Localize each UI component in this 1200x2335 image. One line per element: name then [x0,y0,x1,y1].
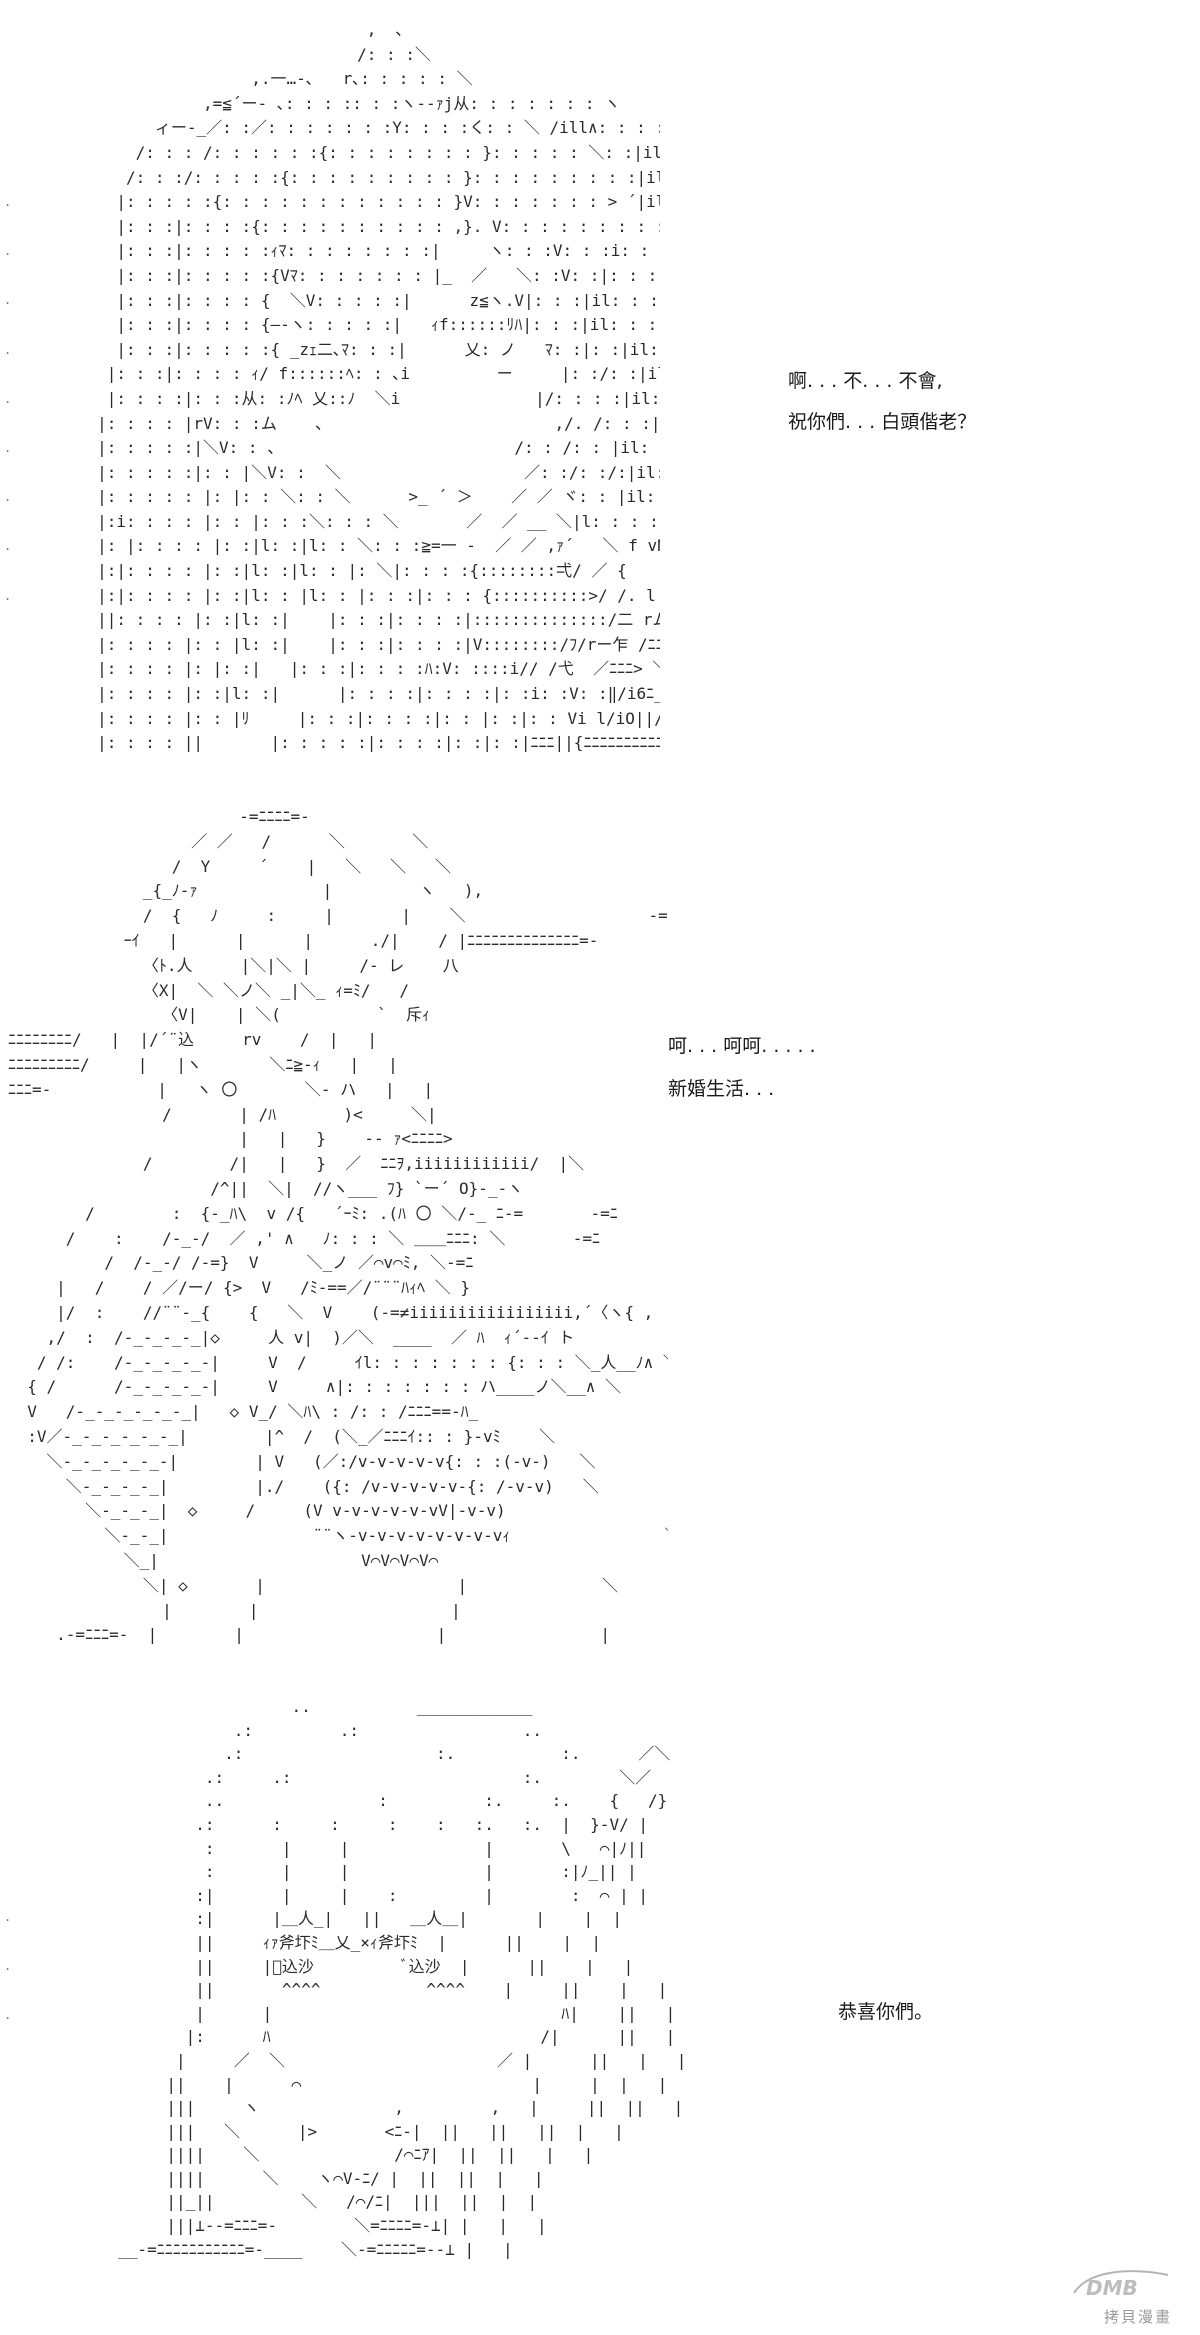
edge-marks: . . . [4,1910,12,2023]
speech-line: 新婚生活. . . [668,1078,775,1100]
panel-2: -=ﾆﾆﾆﾆ=- ／ ／ / ＼ ＼ / Y ´ | ＼ ＼ ＼ _{_ﾉ-ｧ … [0,775,1200,1675]
speech-text-3: 恭喜你們。 [838,2003,933,2022]
ascii-art-character-3: .. ____________ .: .: .. .: :. :. ／＼ .: … [118,1697,687,2259]
ascii-art-character-2: -=ﾆﾆﾆﾆ=- ／ ／ / ＼ ＼ / Y ´ | ＼ ＼ ＼ _{_ﾉ-ｧ … [8,807,668,1645]
watermark-text: 拷貝漫畫 [1103,2308,1172,2326]
speech-text-1: 啊. . . 不. . . 不會, 祝你們. . . 白頭偕老？ [788,372,976,432]
speech-line: 祝你們. . . 白頭偕老？ [788,411,977,433]
panel-1: , ､ /: : :＼ ,.一…-､ r､: : : : : ＼ ,=≦´ー- … [0,0,1200,775]
edge-marks: . . . . . . . . . [4,195,12,603]
speech-line: 呵. . . 呵呵. . . . . [668,1035,816,1057]
watermark-logo-text: DMB [1086,2276,1138,2300]
panel-3: .. ____________ .: .: .. .: :. :. ／＼ .: … [0,1675,1200,2335]
speech-line: 恭喜你們。 [838,2001,934,2023]
ascii-art-character-1: , ､ /: : :＼ ,.一…-､ r､: : : : : ＼ ,=≦´ー- … [97,20,660,758]
speech-line: 啊. . . 不. . . 不會, [788,370,943,392]
watermark-logo-icon: DMB [1073,2270,1169,2300]
watermark: DMB 拷貝漫畫 [1058,2265,1178,2327]
speech-text-2: 呵. . . 呵呵. . . . . 新婚生活. . . [668,1037,816,1099]
